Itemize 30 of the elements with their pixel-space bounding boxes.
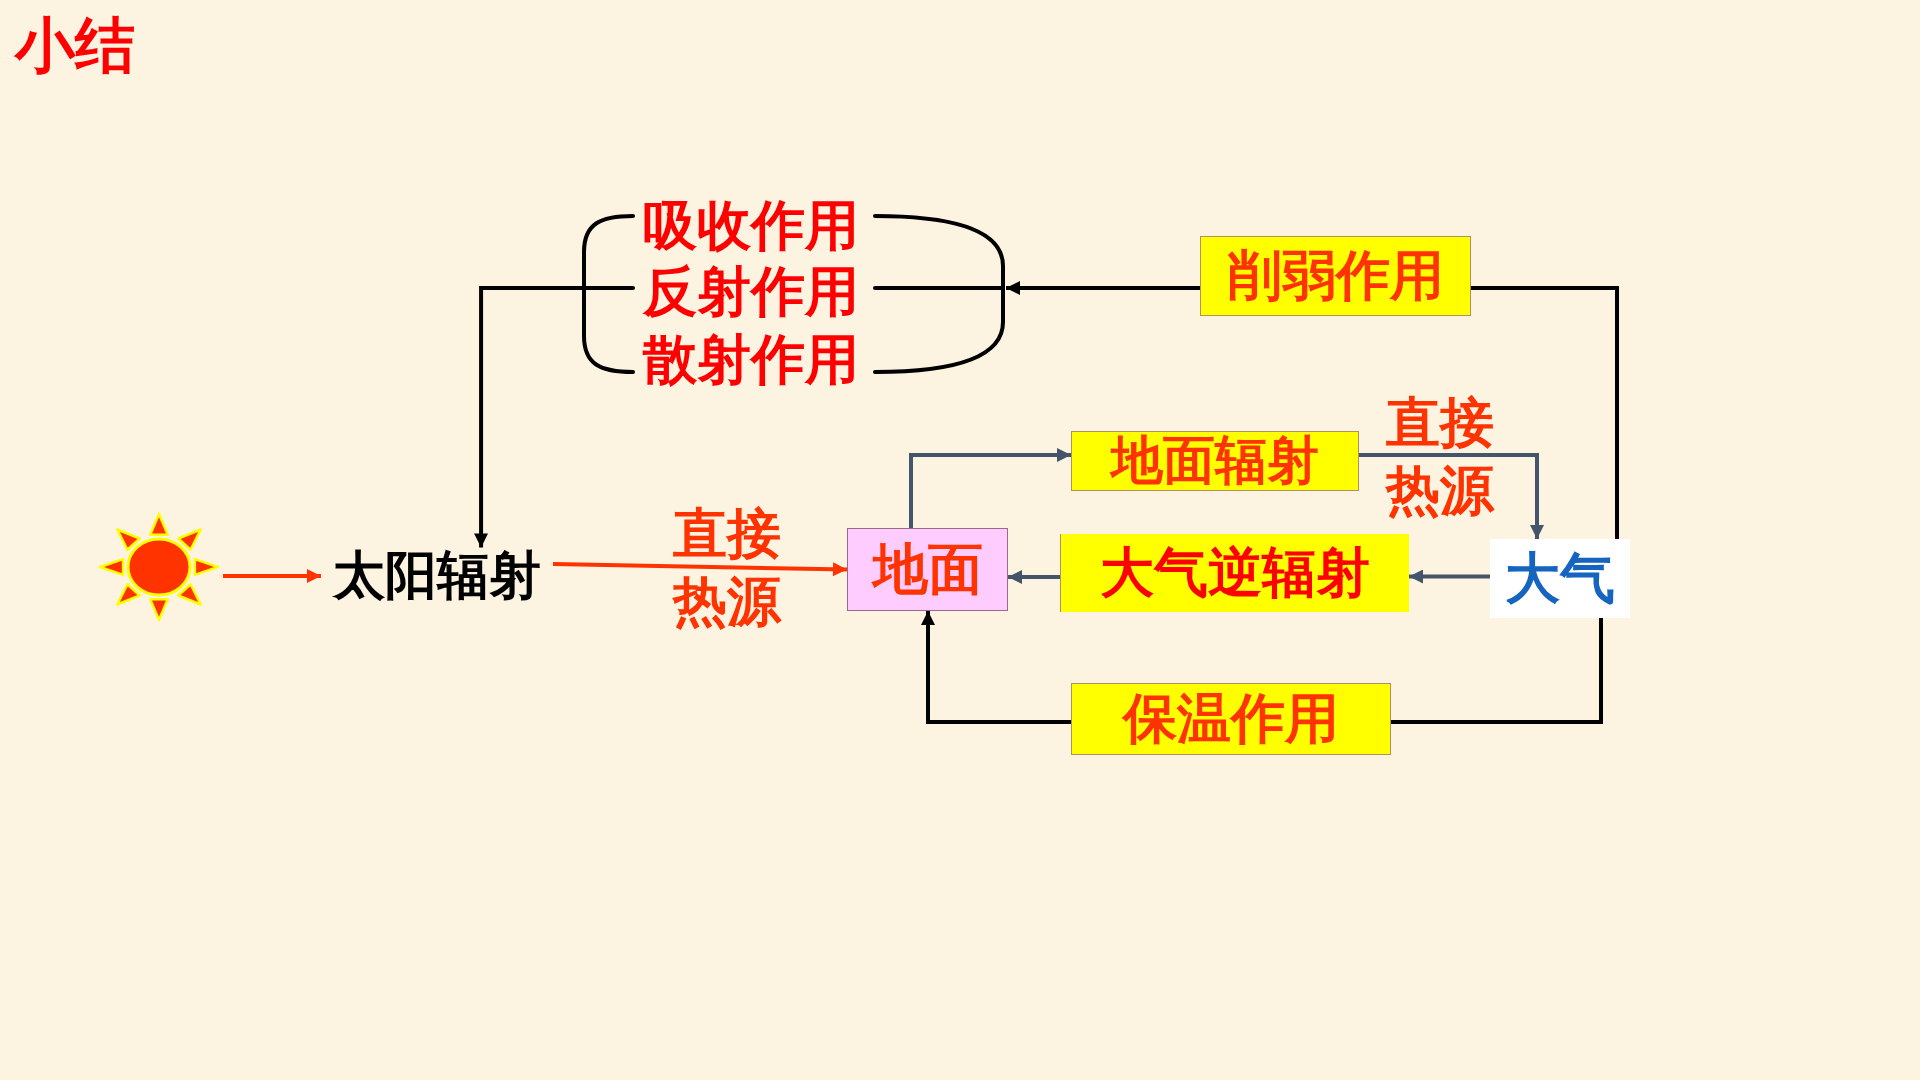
concept-label: 大气逆辐射 (1100, 543, 1370, 603)
edge-label: 直接热源 (1384, 389, 1496, 523)
arrow (1409, 569, 1490, 584)
concept-label: 地面 (872, 539, 983, 600)
concept-box (1200, 236, 1471, 316)
concept-box (1060, 534, 1409, 612)
arrow (1008, 570, 1060, 584)
slide-title: 小结 (15, 12, 135, 78)
concept-box (1071, 431, 1359, 491)
concept-label: 地面辐射 (1111, 432, 1319, 490)
concept-label: 保温作用 (1123, 689, 1339, 749)
arrow (552, 562, 848, 577)
concept-box (1490, 539, 1630, 618)
effect-label: 散射作用 (643, 330, 859, 390)
effect-label: 反射作用 (643, 262, 859, 322)
concept-label: 削弱作用 (1227, 246, 1444, 306)
arrow (909, 448, 1071, 528)
node-label: 太阳辐射 (333, 547, 541, 605)
arrow (223, 569, 321, 583)
edge-label: 直接热源 (671, 500, 783, 634)
effect-label: 吸收作用 (643, 196, 859, 256)
concept-box (847, 528, 1008, 611)
arrow (921, 611, 1071, 724)
concept-label: 大气 (1505, 548, 1615, 609)
arrow (474, 286, 582, 548)
concept-box (1071, 683, 1391, 755)
arrow (1006, 281, 1200, 295)
arrow (1359, 453, 1544, 539)
connector-line (1391, 618, 1603, 724)
connector-line (1471, 286, 1619, 539)
